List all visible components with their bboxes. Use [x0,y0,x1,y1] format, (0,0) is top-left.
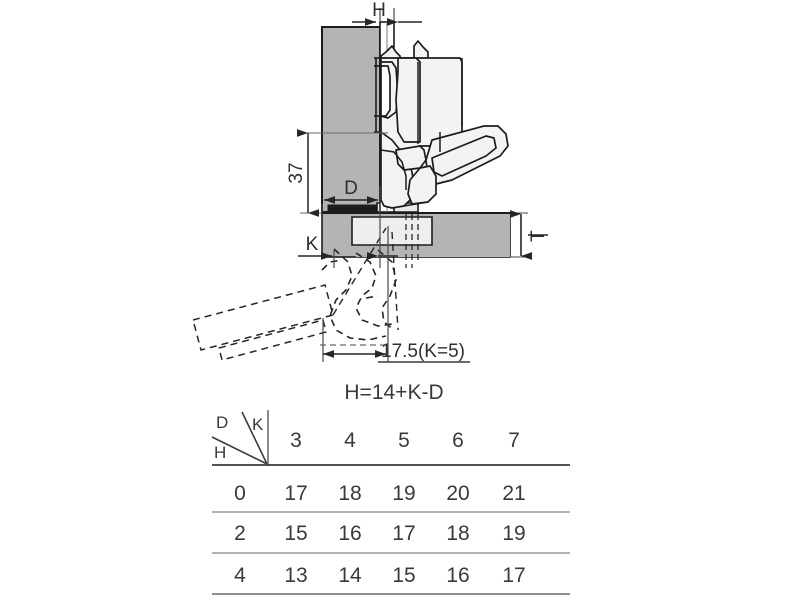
table-cell: 16 [446,564,469,587]
table-corner-label-h: H [214,443,226,462]
table-corner-cell: D K H [211,410,269,465]
dimension-d: D [321,178,381,213]
hinge-plate-ticks [374,57,381,133]
dimension-h-label: H [372,0,386,21]
dimension-t-label: T [528,230,549,242]
table-row-header: 0 [234,482,246,505]
table-cell: 14 [338,564,362,587]
formula-text: H=14+K-D [344,381,443,404]
table-cell: 20 [446,482,469,505]
dimension-37: 37 [286,129,388,217]
table-cell: 17 [502,564,525,587]
table-cell: 18 [446,522,469,545]
table-col-header: 3 [290,429,302,452]
table-cell: 19 [502,522,525,545]
hinge-detail-lines [380,58,463,207]
table-header-row: 3 4 5 6 7 [290,429,520,452]
table-col-header: 6 [452,429,464,452]
table-col-header: 4 [344,429,356,452]
table-cell: 13 [284,564,307,587]
table-col-header: 5 [398,429,410,452]
hinge-open-dashed [321,248,397,341]
table-row-header: 2 [234,522,246,545]
dimension-k-label: K [306,234,319,255]
cabinet-shelf-panel [321,212,511,258]
table-corner-label-d: D [216,413,228,432]
table-row: 2 15 16 17 18 19 [234,522,526,545]
table-cell: 16 [338,522,361,545]
hinge-arm-angled [407,125,509,205]
dimension-17-5-label: 17.5(K=5) [381,341,465,362]
table-corner-label-k: K [252,415,264,434]
dimension-t: T [510,210,549,260]
table-cell: 15 [392,564,415,587]
door-panel-open-dashed [192,284,334,361]
table-col-header: 7 [508,429,520,452]
dimension-17-5: 17.5(K=5) [322,226,470,363]
dimension-37-label: 37 [286,162,307,183]
table-cell: 17 [284,482,307,505]
dimension-d-label: D [344,178,358,199]
cabinet-side-panel [321,26,381,213]
table-row: 4 13 14 15 16 17 [234,564,526,587]
screw-axis-dashed [405,214,419,268]
table-row: 0 17 18 19 20 21 [234,482,526,505]
table-cell: 19 [392,482,415,505]
table-cell: 17 [392,522,415,545]
dimension-k: K [298,213,398,268]
table-cell: 21 [502,482,525,505]
lookup-table: D K H 3 4 5 6 7 0 17 18 19 20 21 2 15 16 [211,410,570,595]
hinge-open-solid-edges [332,227,399,331]
table-cell: 18 [338,482,361,505]
dimension-h: H [352,0,422,26]
table-row-header: 4 [234,564,246,587]
table-cell: 15 [284,522,307,545]
